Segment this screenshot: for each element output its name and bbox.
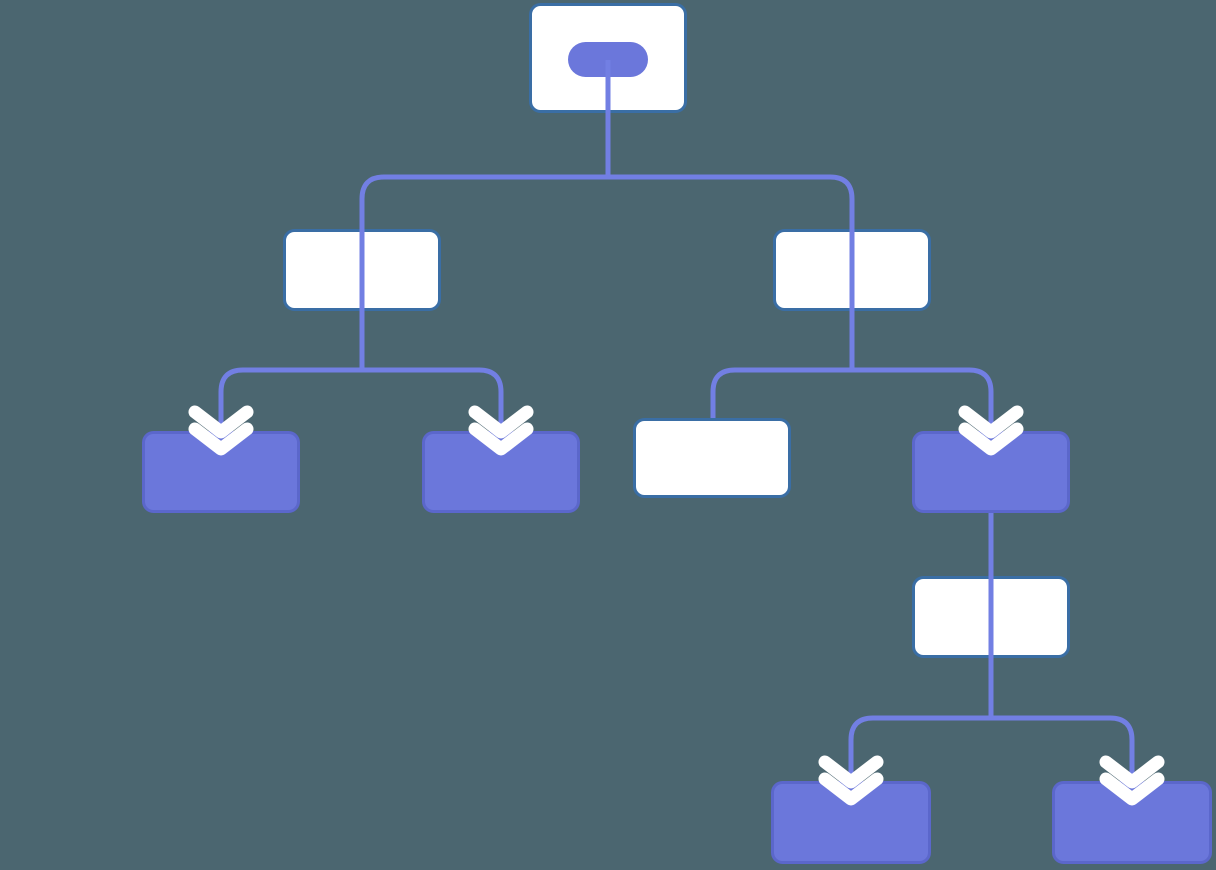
passthrough-line-layer — [359, 60, 994, 658]
chevron-stroke-0 — [1099, 755, 1165, 789]
arrow-l3-a-icon — [188, 405, 254, 456]
arrow-l5-b-icon — [1099, 755, 1165, 806]
chevron-stroke-1 — [818, 772, 884, 806]
node-l3-c[interactable] — [633, 418, 791, 498]
chevron-stroke-0 — [468, 405, 534, 439]
chevron-stroke-0 — [818, 755, 884, 789]
connector-l2l-to-l3b — [362, 367, 504, 449]
chevron-stroke-0 — [188, 405, 254, 439]
arrowhead-layer — [188, 405, 1165, 806]
connector-l4-to-l5b — [991, 715, 1135, 799]
arrow-l5-a-icon — [818, 755, 884, 806]
node-body-l3-c[interactable] — [633, 418, 791, 498]
connector-l2r-to-l3c — [710, 367, 852, 418]
chevron-stroke-0 — [958, 405, 1024, 439]
arrow-l3-b-icon — [468, 405, 534, 456]
chevron-stroke-1 — [958, 422, 1024, 456]
node-root[interactable] — [529, 3, 687, 113]
connector-l2l-to-l3a — [218, 367, 362, 449]
connector-l2r-to-l3d — [852, 367, 994, 449]
node-pill-root — [568, 42, 648, 77]
arrow-l3-d-icon — [958, 405, 1024, 456]
chevron-stroke-1 — [1099, 772, 1165, 806]
connector-root-to-l2l — [359, 174, 608, 229]
chevron-stroke-1 — [188, 422, 254, 456]
connector-root-to-l2r — [608, 174, 855, 229]
connector-l4-to-l5a — [848, 715, 991, 799]
chevron-stroke-1 — [468, 422, 534, 456]
